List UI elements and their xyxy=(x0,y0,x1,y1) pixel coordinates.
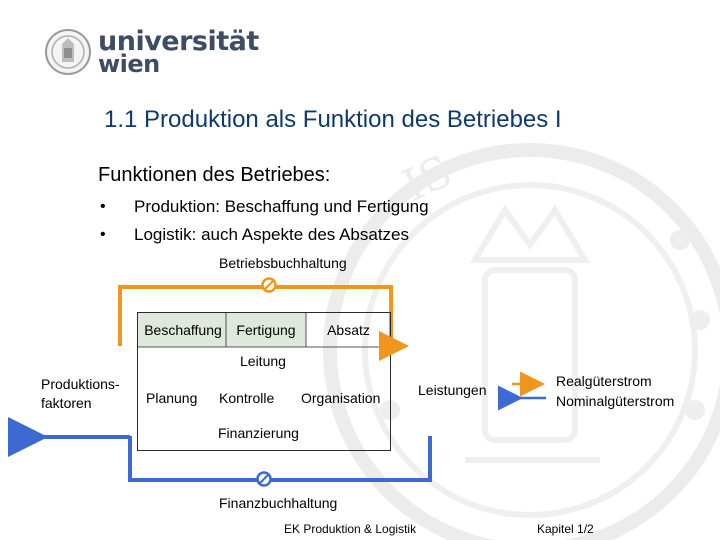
label-leitung: Leitung xyxy=(240,353,286,369)
cell-fertigung: Fertigung xyxy=(226,322,306,338)
label-planung: Planung xyxy=(146,390,197,406)
label-leistungen: Leistungen xyxy=(418,382,487,398)
footer-chapter: Kapitel 1/2 xyxy=(537,522,594,536)
label-produktionsfaktoren-2: faktoren xyxy=(41,395,92,411)
legend-nominalgueterstrom: Nominalgüterstrom xyxy=(556,393,674,409)
label-finanzierung: Finanzierung xyxy=(218,425,299,441)
transfer-symbol-bottom xyxy=(258,473,271,486)
cell-beschaffung: Beschaffung xyxy=(138,322,228,338)
cell-absatz: Absatz xyxy=(306,322,391,338)
nominal-goods-flow-line xyxy=(130,436,430,480)
label-produktionsfaktoren-1: Produktions- xyxy=(41,376,120,392)
transfer-symbol-top xyxy=(263,279,276,292)
label-finanzbuchhaltung: Finanzbuchhaltung xyxy=(219,495,337,511)
footer-course: EK Produktion & Logistik xyxy=(284,522,416,536)
label-kontrolle: Kontrolle xyxy=(219,390,274,406)
legend-realgueterstrom: Realgüterstrom xyxy=(556,373,652,389)
label-betriebsbuchhaltung: Betriebsbuchhaltung xyxy=(219,255,347,271)
label-organisation: Organisation xyxy=(301,390,380,406)
